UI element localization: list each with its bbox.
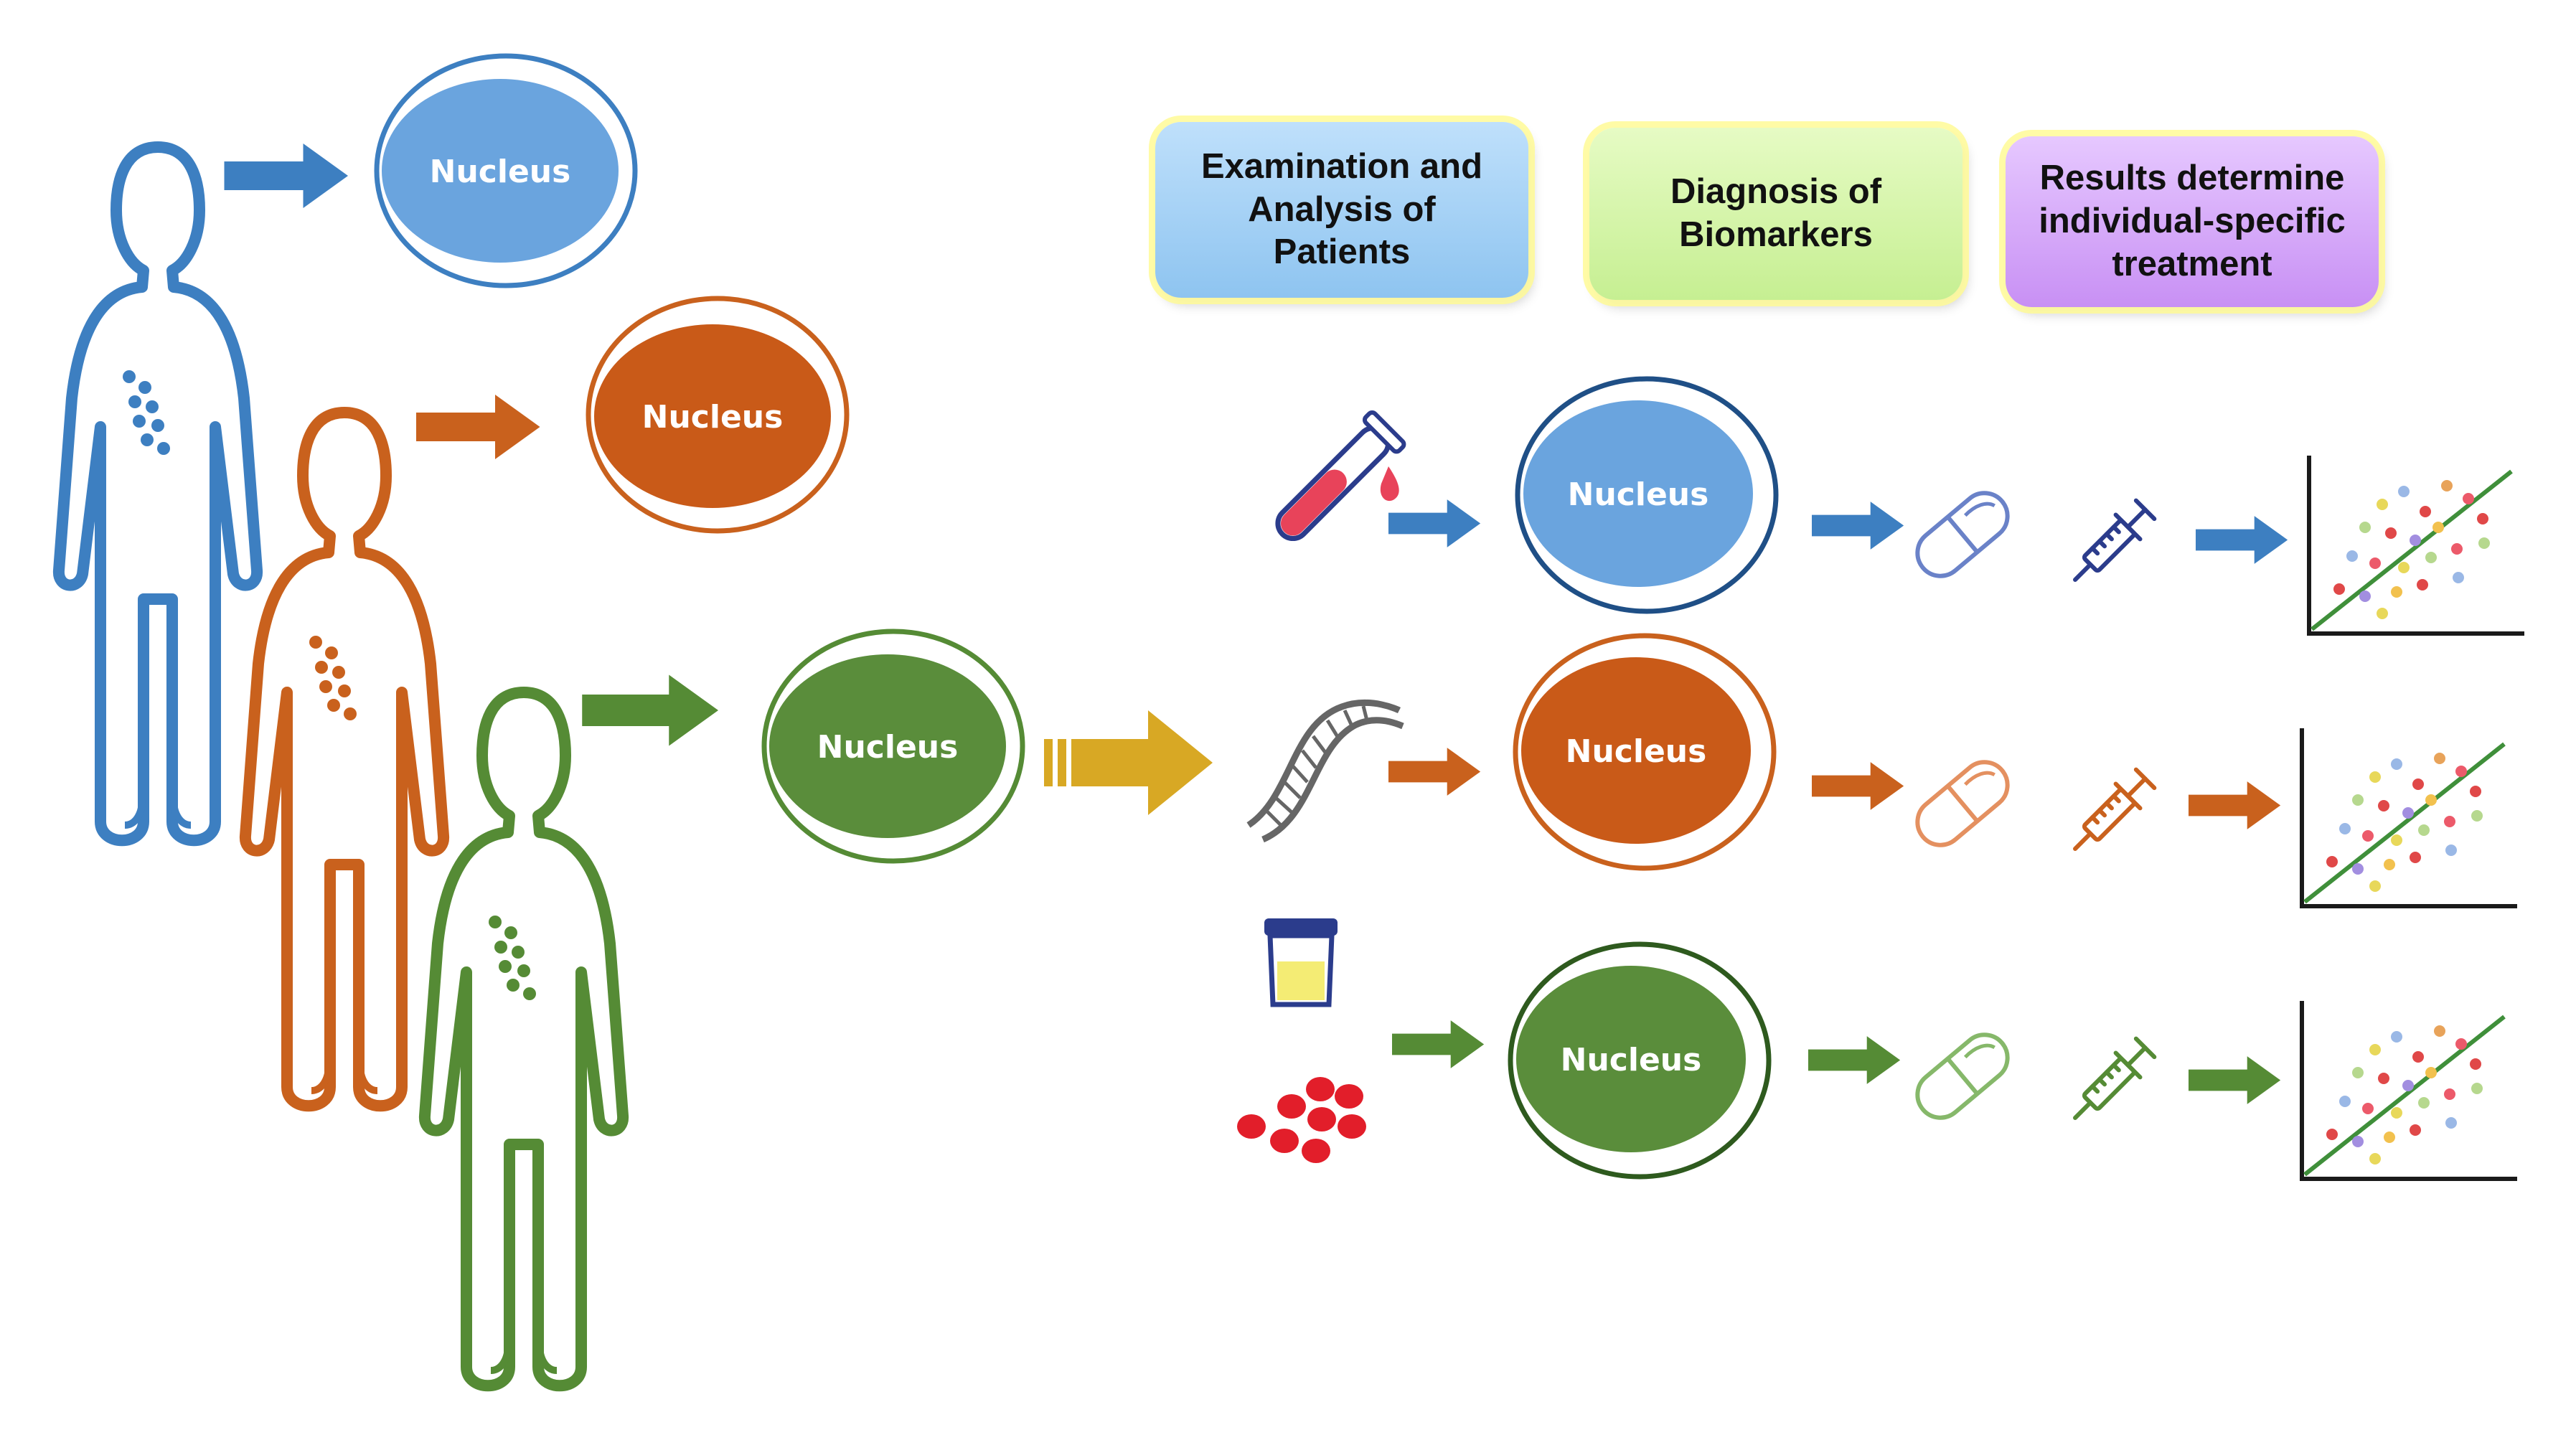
header-results-label: Results determine individual-specific tr…: [2039, 159, 2346, 283]
left-nucleus-orange-label: Nucleus: [642, 399, 784, 436]
row-nucleus-green-label: Nucleus: [1561, 1042, 1702, 1078]
row-nucleus-green: Nucleus: [1508, 941, 1772, 1180]
row-nucleus-orange-label: Nucleus: [1566, 733, 1707, 770]
row-green-arrow-1-icon: [1392, 1020, 1485, 1068]
left-nucleus-green: Nucleus: [761, 629, 1025, 864]
header-diagnosis-label: Diagnosis of Biomarkers: [1670, 172, 1882, 254]
blood-test-tube-icon: [1275, 410, 1406, 541]
row-green-arrow-2-icon: [1808, 1036, 1901, 1084]
row-nucleus-orange: Nucleus: [1513, 633, 1777, 871]
left-nucleus-blue-label: Nucleus: [430, 154, 571, 190]
left-nucleus-orange: Nucleus: [586, 296, 850, 534]
row-orange-arrow-1-icon: [1388, 748, 1481, 796]
left-nucleus-green-label: Nucleus: [817, 729, 959, 766]
row-green-syringe-icon: [2063, 1035, 2158, 1130]
row-blue-syringe-icon: [2063, 497, 2158, 592]
row-green-scatter-plot-icon: [2302, 1001, 2517, 1179]
row-orange-arrow-2-icon: [1812, 762, 1904, 810]
patient-blue-arrow-icon: [224, 144, 348, 208]
header-examination-box: Examination and Analysis of Patients: [1155, 122, 1528, 298]
row-orange-arrow-3-icon: [2189, 781, 2281, 829]
patient-orange-person-icon: [245, 413, 443, 1106]
row-blue-arrow-3-icon: [2196, 516, 2288, 564]
red-blood-cells-icon: [1237, 1077, 1366, 1163]
patient-green-person-icon: [425, 692, 623, 1385]
urine-cup-icon: [1264, 918, 1338, 1007]
row-blue-arrow-2-icon: [1812, 502, 1904, 550]
row-blue-scatter-plot-icon: [2309, 456, 2524, 634]
row-blue-arrow-1-icon: [1388, 499, 1481, 547]
row-orange-syringe-icon: [2063, 766, 2158, 861]
header-examination-label: Examination and Analysis of Patients: [1200, 146, 1483, 272]
row-green-pill-icon: [1908, 1025, 2016, 1127]
main-flow-arrow-icon: [1044, 710, 1213, 815]
row-orange-scatter-plot-icon: [2302, 728, 2517, 906]
patient-orange-arrow-icon: [416, 395, 540, 459]
row-orange-pill-icon: [1908, 753, 2016, 855]
row-nucleus-blue: Nucleus: [1515, 376, 1779, 614]
row-blue-pill-icon: [1908, 484, 2016, 585]
row-green-arrow-3-icon: [2189, 1056, 2281, 1104]
header-results-box: Results determine individual-specific tr…: [2006, 136, 2379, 307]
patient-green-arrow-icon: [582, 674, 718, 746]
row-nucleus-blue-label: Nucleus: [1568, 476, 1709, 513]
left-nucleus-blue: Nucleus: [374, 53, 638, 288]
header-diagnosis-box: Diagnosis of Biomarkers: [1589, 128, 1962, 300]
patient-blue-person-icon: [59, 147, 257, 840]
dna-icon: [1246, 699, 1404, 843]
